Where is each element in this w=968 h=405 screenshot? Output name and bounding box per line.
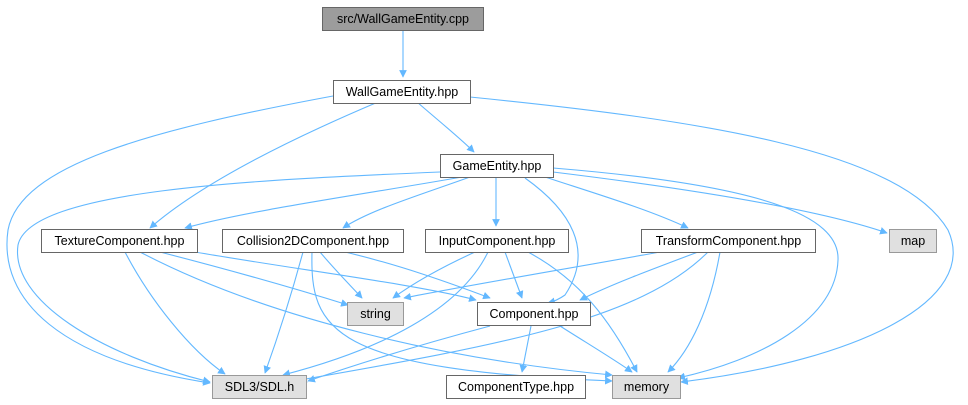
edge-layer xyxy=(6,31,954,386)
edge-collision-to-component xyxy=(344,251,491,300)
edge-collision-to-memory xyxy=(311,251,613,385)
node-component-type-hpp[interactable]: ComponentType.hpp xyxy=(446,375,586,399)
edge-input-to-memory xyxy=(527,251,638,373)
node-game-entity-hpp[interactable]: GameEntity.hpp xyxy=(440,154,554,178)
edge-texture-to-string xyxy=(159,251,349,307)
edge-transform-to-sdl xyxy=(299,251,709,383)
node-transform-component-hpp[interactable]: TransformComponent.hpp xyxy=(641,229,816,253)
edge-collision-to-string xyxy=(319,251,363,299)
edge-transform-to-component xyxy=(579,251,699,301)
edge-collision-to-sdl xyxy=(263,251,304,374)
edge-game-entity-to-component xyxy=(524,177,579,306)
edge-texture-to-component xyxy=(194,251,477,302)
edge-game-entity-to-sdl xyxy=(17,171,441,385)
edge-game-entity-to-memory xyxy=(552,167,839,381)
node-memory-header[interactable]: memory xyxy=(612,375,681,399)
edge-input-to-string xyxy=(392,251,476,299)
node-collision2d-component-hpp[interactable]: Collision2DComponent.hpp xyxy=(222,229,404,253)
edge-component-to-memory xyxy=(559,325,633,373)
node-texture-component-hpp[interactable]: TextureComponent.hpp xyxy=(41,229,198,253)
edge-game-entity-to-transform xyxy=(544,176,689,229)
edge-wall-hpp-to-memory xyxy=(469,96,954,385)
edge-input-to-component xyxy=(504,251,524,299)
node-root-source-file[interactable]: src/WallGameEntity.cpp xyxy=(322,7,484,31)
edge-wall-hpp-to-game-entity xyxy=(416,101,475,153)
node-wall-game-entity-hpp[interactable]: WallGameEntity.hpp xyxy=(333,80,471,104)
node-map-header[interactable]: map xyxy=(889,229,937,253)
node-string-header[interactable]: string xyxy=(347,302,404,326)
edge-component-to-sdl xyxy=(307,325,491,383)
edge-texture-to-memory xyxy=(139,251,613,379)
node-component-hpp[interactable]: Component.hpp xyxy=(477,302,591,326)
edge-wall-hpp-to-texture xyxy=(149,101,379,229)
edge-game-entity-to-map xyxy=(552,171,888,235)
edge-transform-to-memory xyxy=(667,251,721,373)
edge-game-entity-to-collision xyxy=(342,176,471,229)
edge-wall-hpp-to-sdl xyxy=(6,95,334,386)
edge-input-to-sdl xyxy=(282,251,489,377)
edge-texture-to-sdl xyxy=(124,251,226,375)
node-sdl-header[interactable]: SDL3/SDL.h xyxy=(212,375,307,399)
edge-component-to-component-type xyxy=(519,325,532,373)
edge-game-entity-to-texture xyxy=(184,176,463,230)
edge-transform-to-string xyxy=(403,251,661,301)
node-input-component-hpp[interactable]: InputComponent.hpp xyxy=(425,229,569,253)
